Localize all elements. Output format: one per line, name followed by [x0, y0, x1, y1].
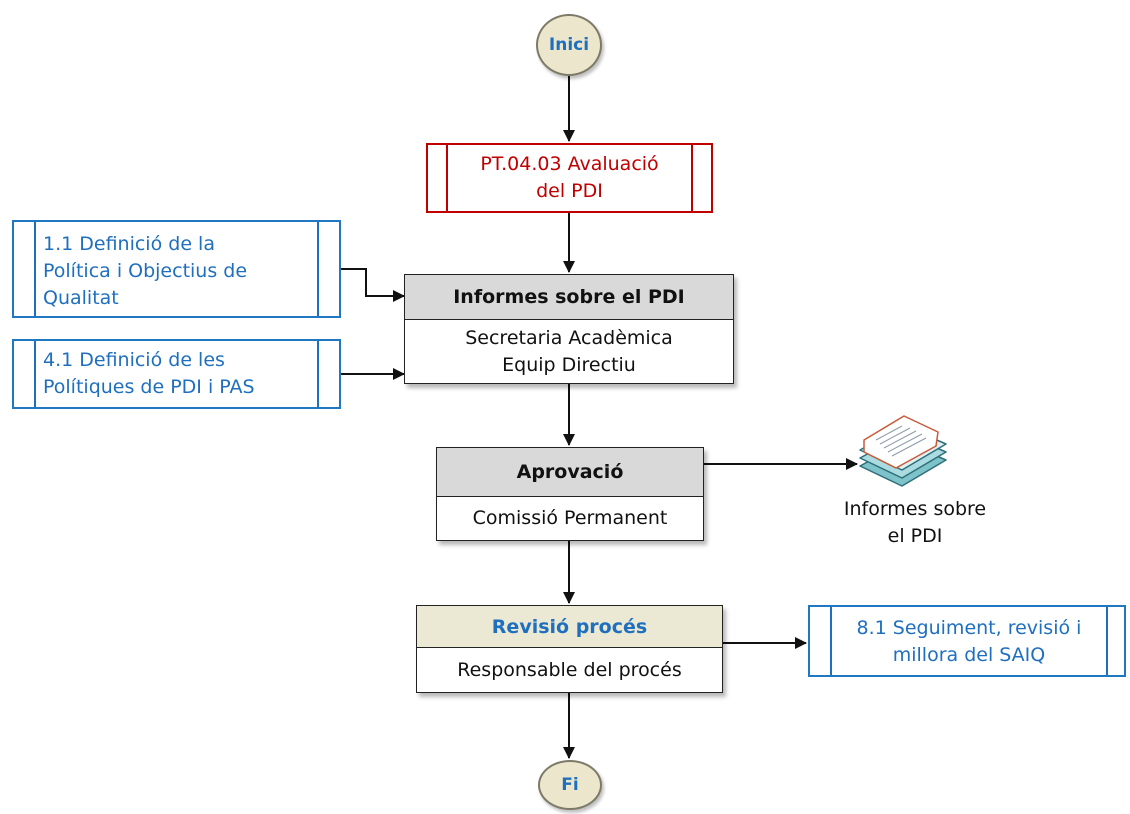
- subprocess-text: PT.04.03 Avaluació del PDI: [480, 151, 658, 205]
- document-label-line: el PDI: [887, 525, 943, 547]
- task-responsible: Comissió Permanent: [437, 497, 703, 540]
- output-line: millora del SAIQ: [892, 644, 1046, 666]
- task-responsible-line: Comissió Permanent: [472, 507, 668, 529]
- start-label: Inici: [548, 35, 590, 55]
- input-text: 1.1 Definició de la Política i Objectius…: [43, 231, 247, 312]
- subprocess-right-bar: [691, 145, 693, 211]
- document-label: Informes sobre el PDI: [820, 496, 1010, 550]
- input-left-bar: [34, 341, 36, 407]
- input-line: Política i Objectius de: [43, 260, 248, 282]
- subprocess-line: del PDI: [536, 180, 603, 202]
- task-title: Revisió procés: [417, 606, 722, 648]
- document-label-line: Informes sobre: [843, 498, 987, 520]
- output-right-bar: [1106, 607, 1108, 675]
- input-line: 1.1 Definició de la: [43, 233, 215, 255]
- task-responsible-line: Secretaria Acadèmica: [465, 326, 673, 349]
- output-process-monitoring[interactable]: 8.1 Seguiment, revisió i millora del SAI…: [808, 605, 1126, 677]
- subprocess-left-bar: [446, 145, 448, 211]
- task-approval[interactable]: Aprovació Comissió Permanent: [436, 447, 704, 541]
- document-stack-icon: [859, 415, 947, 487]
- end-label: Fi: [561, 775, 579, 795]
- input-left-bar: [34, 222, 36, 316]
- input-process-staff-policies[interactable]: 4.1 Definició de les Polítiques de PDI i…: [12, 339, 341, 409]
- output-line: 8.1 Seguiment, revisió i: [856, 617, 1082, 639]
- subprocess-box[interactable]: PT.04.03 Avaluació del PDI: [426, 143, 713, 213]
- input-text: 4.1 Definició de les Polítiques de PDI i…: [43, 347, 255, 401]
- input-right-bar: [317, 341, 319, 407]
- output-text: 8.1 Seguiment, revisió i millora del SAI…: [830, 615, 1108, 669]
- task-responsible: Responsable del procés: [417, 648, 722, 692]
- subprocess-line: PT.04.03 Avaluació: [480, 153, 659, 175]
- task-title: Informes sobre el PDI: [405, 275, 733, 320]
- start-node: Inici: [536, 14, 602, 76]
- task-responsible-line: Responsable del procés: [457, 658, 682, 681]
- input-line: Polítiques de PDI i PAS: [43, 376, 255, 398]
- output-left-bar: [830, 607, 832, 675]
- task-title: Aprovació: [437, 448, 703, 497]
- task-reports[interactable]: Informes sobre el PDI Secretaria Acadèmi…: [404, 274, 734, 384]
- input-line: Qualitat: [43, 287, 119, 309]
- arrow-policy-to-reports: [341, 268, 405, 302]
- task-responsible: Secretaria Acadèmica Equip Directiu: [405, 320, 733, 383]
- end-node: Fi: [538, 760, 602, 810]
- task-process-review[interactable]: Revisió procés Responsable del procés: [416, 605, 723, 693]
- input-line: 4.1 Definició de les: [43, 349, 225, 371]
- input-right-bar: [317, 222, 319, 316]
- task-responsible-line: Equip Directiu: [502, 353, 636, 376]
- input-process-quality-policy[interactable]: 1.1 Definició de la Política i Objectius…: [12, 220, 341, 318]
